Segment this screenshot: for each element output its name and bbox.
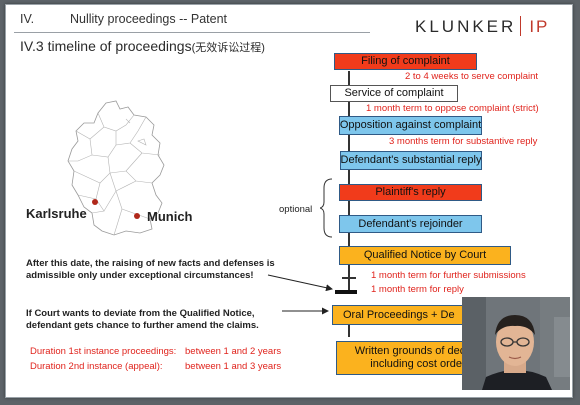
annotation-arrows — [267, 274, 333, 315]
presenter-image — [462, 297, 570, 390]
annotation-deviate: If Court wants to deviate from the Quali… — [26, 308, 259, 332]
step-defendant-rejoinder: Defendant's rejoinder — [339, 215, 482, 233]
duration-first-value: between 1 and 2 years — [185, 346, 282, 357]
duration-second-label: Duration 2nd instance (appeal): — [30, 361, 163, 372]
city-munich: Munich — [147, 209, 193, 224]
section-title: Nullity proceedings -- Patent — [70, 12, 228, 26]
step-opposition-against-complaint: Opposition against complaint — [339, 116, 482, 135]
munich-marker — [134, 213, 140, 219]
subsection-title-cn: (无效诉讼过程) — [191, 42, 265, 54]
timeline-axis-lower — [348, 325, 350, 337]
step-filing-of-complaint: Filing of complaint — [334, 53, 477, 70]
logo-suffix: IP — [529, 17, 550, 36]
optional-label: optional — [279, 204, 313, 215]
step-defendant-substantial-reply: Defendant's substantial reply — [340, 151, 482, 170]
germany-map — [67, 100, 165, 236]
subsection-number: IV.3 — [20, 38, 44, 54]
duration-first-label: Duration 1st instance proceedings: — [30, 346, 177, 357]
duration-second-value: between 1 and 3 years — [185, 361, 282, 372]
note-serve-complaint: 2 to 4 weeks to serve complaint — [405, 71, 539, 82]
logo-separator — [520, 16, 522, 36]
klunker-ip-logo: KLUNKER IP — [415, 16, 549, 37]
note-substantive-reply: 3 months term for substantive reply — [389, 136, 538, 147]
timeline-tick-thick — [335, 290, 357, 294]
note-reply-term: 1 month term for reply — [371, 284, 464, 295]
webcam-video — [462, 297, 570, 390]
written-grounds-line1: Written grounds of dec — [354, 345, 466, 358]
annotation-new-facts: After this date, the raising of new fact… — [26, 258, 275, 282]
duration-second-instance: Duration 2nd instance (appeal): between … — [30, 361, 281, 372]
step-qualified-notice: Qualified Notice by Court — [339, 246, 511, 265]
section-number: IV. — [20, 12, 35, 26]
timeline-axis-upper — [348, 71, 350, 291]
duration-first-instance: Duration 1st instance proceedings: betwe… — [30, 346, 281, 357]
header-divider — [14, 32, 370, 33]
logo-name: KLUNKER — [415, 17, 517, 36]
step-oral-proceedings: Oral Proceedings + De — [332, 305, 472, 325]
written-grounds-line2: including cost order — [370, 358, 466, 370]
note-further-submissions: 1 month term for further submissions — [371, 270, 526, 281]
arrow-new-facts — [267, 274, 333, 292]
subsection-title: timeline of proceedings — [47, 38, 192, 54]
step-plaintiff-reply: Plaintiff's reply — [339, 184, 482, 201]
karlsruhe-marker — [92, 199, 98, 205]
timeline-tick — [342, 277, 356, 279]
optional-brace — [320, 178, 333, 238]
city-karlsruhe: Karlsruhe — [26, 206, 87, 221]
step-service-of-complaint: Service of complaint — [330, 85, 458, 102]
note-oppose-complaint: 1 month term to oppose complaint (strict… — [366, 103, 539, 114]
